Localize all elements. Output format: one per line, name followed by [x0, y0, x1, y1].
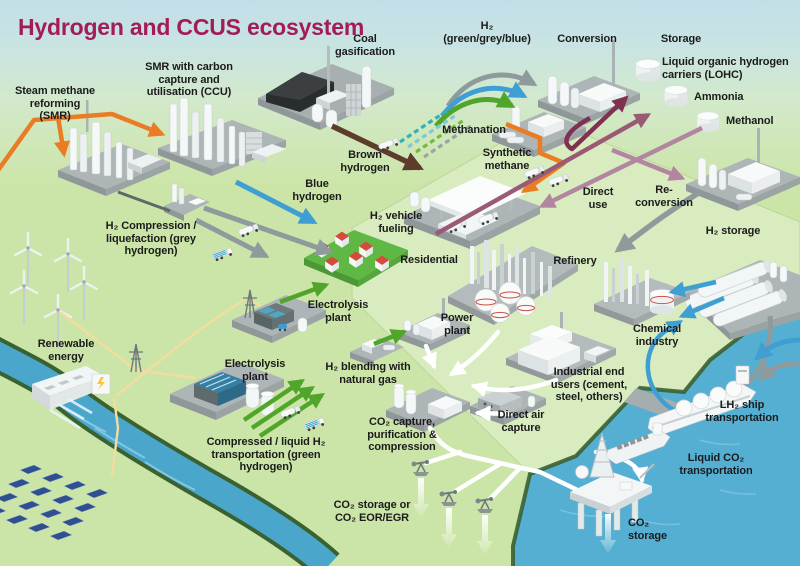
- label-electrolysis-upper: Electrolysis plant: [307, 299, 369, 324]
- label-methanol: Methanol: [726, 115, 774, 127]
- chemical-industry-icon: [594, 258, 690, 326]
- label-ammonia: Ammonia: [694, 91, 744, 103]
- label-blue-hydrogen: Blue hydrogen: [292, 178, 342, 203]
- label-h2-mix: H₂ (green/grey/blue): [443, 20, 531, 45]
- flow-grey-hydrogen: [117, 69, 800, 404]
- label-coal-gasification: Coal gasification: [335, 33, 395, 58]
- conversion-plant-icon: [538, 40, 640, 125]
- offshore-platform-icon: [570, 432, 655, 554]
- methanation-plant-icon: [492, 105, 586, 157]
- label-refinery: Refinery: [553, 255, 597, 267]
- power-plant-icon: [398, 298, 470, 351]
- label-vehicle-fueling: H₂ vehicle fueling: [369, 210, 423, 235]
- label-chemical-industry: Chemical industry: [632, 323, 682, 348]
- flow-natural-gas-orange: [0, 111, 166, 172]
- label-direct-use: Direct use: [582, 186, 614, 211]
- label-brown-hydrogen: Brown hydrogen: [340, 149, 390, 174]
- label-h2-storage: H₂ storage: [705, 225, 761, 237]
- label-electrolysis-lower: Electrolysis plant: [224, 358, 286, 383]
- flow-h2-feed-dashes: [399, 108, 473, 159]
- co2-capture-plant-icon: [386, 383, 470, 432]
- label-renewable-energy: Renewable energy: [37, 338, 95, 363]
- label-industrial-users: Industrial end users (cement, steel, oth…: [550, 366, 628, 404]
- smr-plant-icon: [58, 100, 170, 196]
- label-co2-storage-eor: CO₂ storage or CO₂ EOR/EGR: [333, 499, 411, 524]
- label-storage: Storage: [660, 33, 702, 45]
- label-methanation: Methanation: [442, 124, 506, 136]
- label-co2-capture: CO₂ capture, purification & compression: [367, 416, 437, 454]
- flow-brown-hydrogen: [330, 123, 424, 171]
- page-title: Hydrogen and CCUS ecosystem: [18, 14, 365, 40]
- refinery-icon: [448, 240, 578, 325]
- label-smr-ccu: SMR with carbon capture and utilisation …: [145, 61, 233, 99]
- residential-area-icon: [304, 230, 408, 287]
- label-grey-compression: H₂ Compression / liquefaction (grey hydr…: [105, 220, 197, 258]
- label-liquid-co2-transport: Liquid CO₂ transportation: [679, 452, 753, 477]
- compression-station-icon: [164, 183, 210, 221]
- label-power-plant: Power plant: [440, 312, 474, 337]
- label-lohc: Liquid organic hydrogen carriers (LOHC): [662, 56, 789, 81]
- ship-pier: [624, 388, 678, 417]
- lh2-ship-icon: [647, 365, 757, 437]
- flow-blue-hydrogen: [234, 81, 800, 419]
- liquid-co2-ship-icon: [605, 422, 671, 465]
- label-lh2-ship: LH₂ ship transportation: [705, 399, 779, 424]
- industrial-end-users-icon: [506, 312, 616, 384]
- hydro-dam-icon: [32, 366, 111, 430]
- label-residential: Residential: [400, 254, 458, 266]
- label-co2-storage-offshore: CO₂ storage: [628, 517, 668, 542]
- label-h2-blending: H₂ blending with natural gas: [325, 361, 411, 386]
- power-lines: [59, 296, 269, 477]
- solar-array-icon: [0, 464, 109, 541]
- h2-storage-icon: [682, 258, 800, 340]
- electrolysis-plant-upper-icon: [232, 289, 326, 343]
- label-smr: Steam methane reforming (SMR): [14, 85, 95, 123]
- smr-ccu-plant-icon: [158, 97, 286, 176]
- label-conversion: Conversion: [557, 33, 617, 45]
- flow-carriers-plum: [434, 95, 703, 236]
- flow-synthetic-methane-orange: [505, 121, 567, 194]
- label-reconversion: Re-conversion: [635, 184, 693, 209]
- label-green-transport: Compressed / liquid H₂ transportation (g…: [206, 436, 326, 474]
- label-synthetic-methane: Synthetic methane: [482, 147, 532, 172]
- label-direct-air-capture: Direct air capture: [497, 409, 545, 434]
- coal-gasification-plant-icon: [258, 46, 394, 130]
